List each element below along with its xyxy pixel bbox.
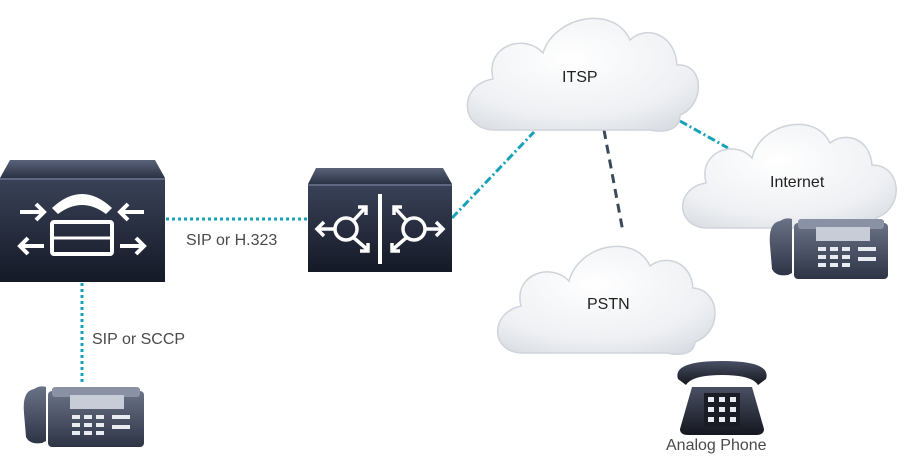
ip-phone-internet	[769, 218, 888, 279]
links	[80, 119, 729, 385]
pstn-label: PSTN	[587, 296, 630, 313]
sip-h323-label: SIP or H.323	[186, 232, 278, 249]
sip-sccp-label: SIP or SCCP	[92, 331, 186, 348]
itsp-label: ITSP	[562, 69, 598, 86]
link-gateway-itsp	[450, 130, 536, 220]
gateway-arrows-icon	[314, 205, 446, 253]
analog-phone	[677, 361, 767, 435]
call-manager-router	[0, 160, 165, 282]
itsp-cloud	[466, 17, 700, 132]
voice-gateway-router	[308, 168, 452, 272]
internet-label: Internet	[770, 174, 825, 191]
pstn-cloud	[496, 245, 716, 355]
analog-phone-label: Analog Phone	[666, 437, 767, 454]
link-itsp-internet	[679, 119, 729, 150]
link-itsp-pstn	[602, 129, 625, 233]
internet-cloud	[681, 123, 897, 230]
handset-icon	[52, 194, 112, 214]
arrows-icon	[17, 202, 147, 256]
ip-phone-left	[23, 386, 144, 447]
